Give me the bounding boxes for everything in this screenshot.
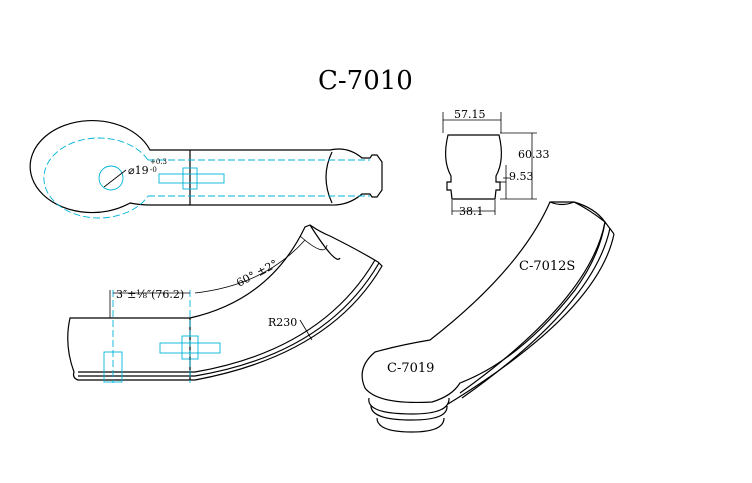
hole-dimension: ⌀19	[128, 164, 149, 177]
iso-view: C-7019 C-7012S	[361, 201, 615, 433]
profile-width-top: 57.15	[454, 108, 486, 121]
profile-width-bottom: 38.1	[459, 205, 484, 218]
hole-tol-upper: +0.3	[150, 158, 167, 166]
drawing-title: C-7010	[318, 66, 413, 96]
cap-label: C-7019	[387, 361, 434, 376]
hole-tol-lower: -0	[150, 166, 157, 174]
length-dimension: 3″±⅛″(76.2)	[116, 288, 184, 301]
profile-height: 60.33	[518, 148, 550, 161]
profile-view: 57.15 60.33 9.53 38.1	[442, 108, 550, 218]
profile-step: 9.53	[509, 170, 534, 183]
side-view: 3″±⅛″(76.2) 60° ±2° R230	[67, 224, 383, 383]
radius-dimension: R230	[268, 316, 297, 329]
rail-label: C-7012S	[519, 259, 575, 274]
top-view: ⌀19 +0.3 -0	[29, 120, 383, 219]
